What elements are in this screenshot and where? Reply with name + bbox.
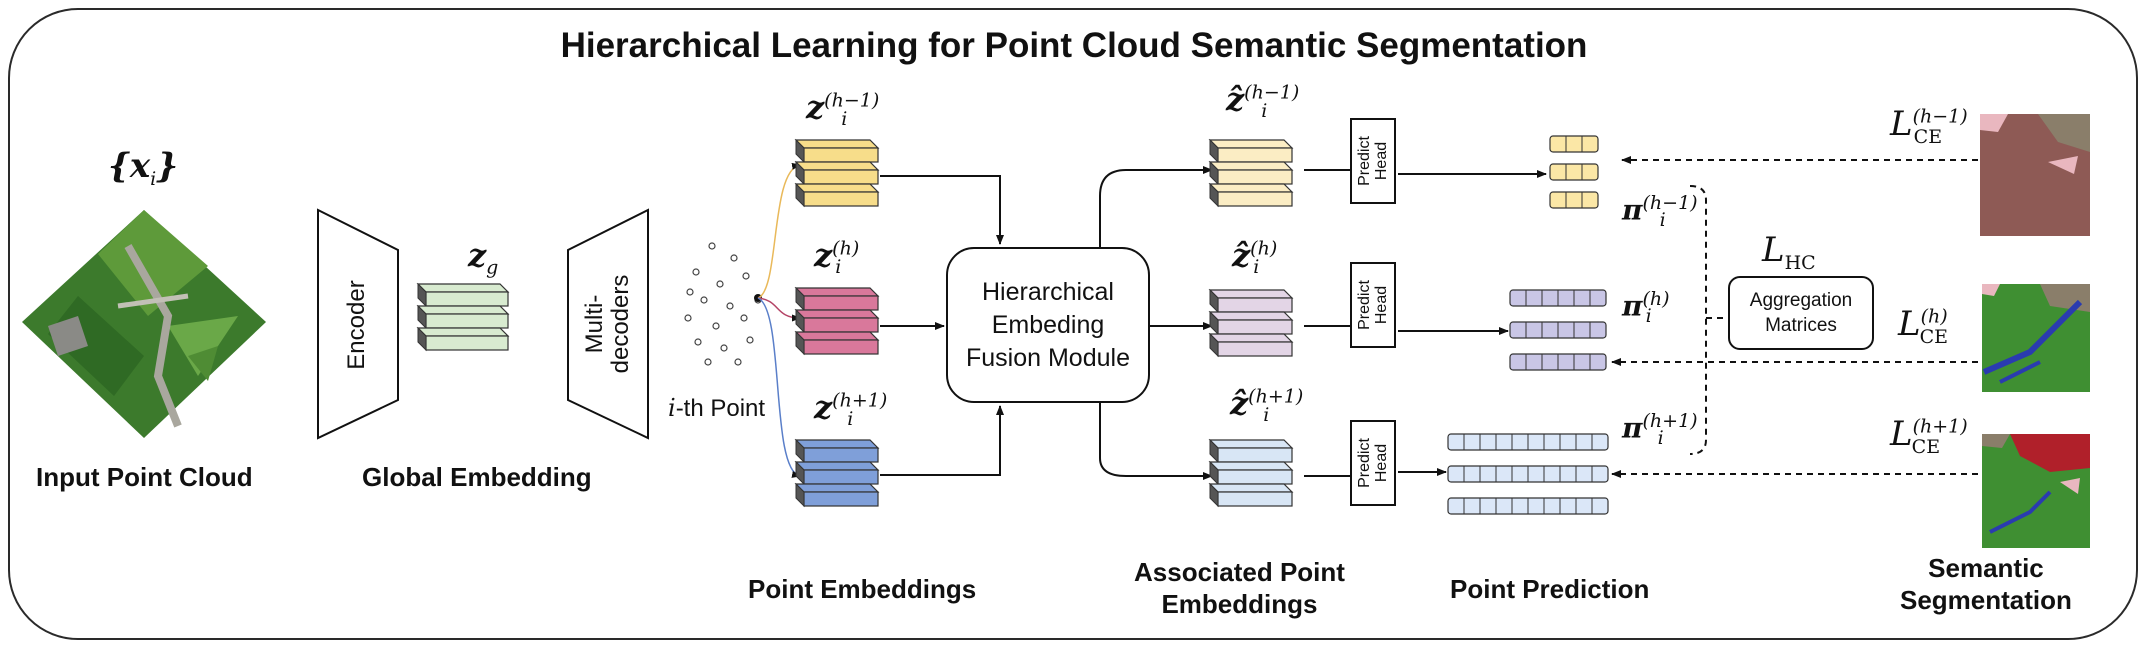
associated-embedding-h-plus-1-layer-2 [1208, 460, 1294, 486]
point-embedding-h-plus-1-layer-2 [794, 460, 880, 486]
prediction-bar-h-plus-1-1 [1447, 433, 1609, 451]
associated-symbol-h: ẑ(h)i [1232, 236, 1278, 279]
associated-embedding-h-layer-3 [1208, 332, 1294, 358]
point-embedding-stacks [794, 138, 880, 508]
point-dots [684, 242, 762, 366]
global-embedding-caption: Global Embedding [362, 462, 592, 492]
associated-embedding-stacks [1208, 138, 1294, 508]
point-embedding-h-layer-3 [794, 330, 880, 356]
point-embedding-h-minus-1-layer-2 [794, 160, 880, 186]
associated-embedding-h-layer-1 [1208, 288, 1294, 314]
loss-ce-h-minus-1: L(h−1)CE [1890, 104, 1968, 148]
prediction-bars [1447, 135, 1609, 515]
point-embedding-h-minus-1-layer-1 [794, 138, 880, 164]
prediction-symbol-h-minus-1: π(h−1)i [1622, 192, 1698, 231]
prediction-bar-h-minus-1-1 [1549, 135, 1599, 153]
encoder-shape [317, 208, 399, 440]
segmentation-map-h-minus-1 [1980, 114, 2090, 236]
global-embedding-symbol: zg [468, 236, 499, 279]
prediction-bar-h-minus-1-2 [1549, 163, 1599, 181]
decoder-label: Multi-decoders [581, 274, 634, 374]
segmentation-map-h [1982, 284, 2090, 392]
prediction-bar-h-plus-1-2 [1447, 465, 1609, 483]
prediction-symbol-h-plus-1: π(h+1)i [1622, 410, 1698, 449]
prediction-bar-h-3 [1509, 353, 1607, 371]
input-symbol: {xi} [108, 146, 179, 190]
point-embeddings-caption: Point Embeddings [748, 574, 977, 604]
global-embedding-layer-1 [416, 282, 510, 308]
prediction-bar-h-2 [1509, 321, 1607, 339]
global-embedding-layer-3 [416, 326, 510, 352]
point-embedding-h-layer-2 [794, 308, 880, 334]
decoder-shape [567, 208, 649, 440]
point-prediction-caption: Point Prediction [1450, 574, 1650, 604]
point-embedding-h-plus-1-layer-1 [794, 438, 880, 464]
associated-symbol-h-plus-1: ẑ(h+1)i [1230, 384, 1304, 427]
global-embedding-stack [416, 282, 510, 352]
input-caption: Input Point Cloud [36, 462, 253, 492]
prediction-symbol-h: π(h)i [1622, 288, 1670, 327]
associated-embedding-h-minus-1-layer-2 [1208, 160, 1294, 186]
associated-embedding-h-layer-2 [1208, 310, 1294, 336]
point-embedding-symbol-h: z(h)i [814, 236, 860, 279]
prediction-bar-h-plus-1-3 [1447, 497, 1609, 515]
loss-ce-h-plus-1: L(h+1)CE [1890, 414, 1968, 458]
point-embedding-symbol-h-minus-1: z(h−1)i [806, 88, 880, 131]
point-embedding-symbol-h-plus-1: z(h+1)i [814, 388, 888, 431]
point-embedding-h-minus-1-layer-3 [794, 182, 880, 208]
segmentation-map-h-plus-1 [1982, 434, 2090, 548]
associated-embedding-h-minus-1-layer-1 [1208, 138, 1294, 164]
global-embedding-layer-2 [416, 304, 510, 330]
input-point-cloud-image [22, 210, 266, 438]
associated-embedding-h-minus-1-layer-3 [1208, 182, 1294, 208]
prediction-bar-h-1 [1509, 289, 1607, 307]
diagram-title: Hierarchical Learning for Point Cloud Se… [560, 26, 1588, 65]
prediction-bar-h-minus-1-3 [1549, 191, 1599, 209]
point-embedding-h-plus-1-layer-3 [794, 482, 880, 508]
encoder-label: Encoder [343, 280, 370, 370]
point-embedding-h-layer-1 [794, 286, 880, 312]
associated-embedding-h-plus-1-layer-1 [1208, 438, 1294, 464]
loss-hc: LHC [1762, 230, 1816, 274]
associated-symbol-h-minus-1: ẑ(h−1)i [1226, 80, 1300, 123]
ith-point-label: i-th Point [668, 394, 766, 422]
loss-ce-h: L(h)CE [1898, 304, 1949, 348]
associated-embedding-h-plus-1-layer-3 [1208, 482, 1294, 508]
